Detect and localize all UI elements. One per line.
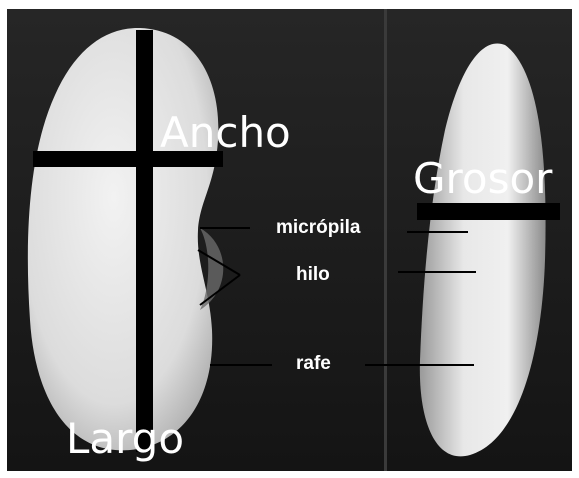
largo-measure-bar [136, 30, 153, 452]
photo-divider [384, 9, 387, 471]
rafe-label: rafe [296, 353, 331, 374]
grosor-measure-bar [417, 203, 560, 220]
micropila-label: micrópila [276, 217, 361, 238]
largo-label: Largo [66, 414, 184, 463]
hilo-label: hilo [296, 264, 330, 285]
ancho-label: Ancho [160, 108, 291, 157]
grosor-label: Grosor [413, 154, 553, 203]
